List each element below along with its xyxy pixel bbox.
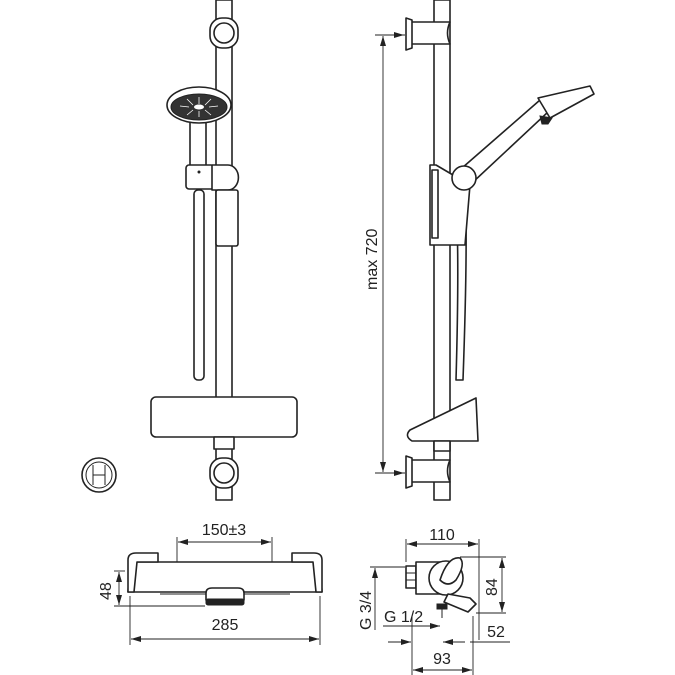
label-285: 285 xyxy=(212,617,239,634)
thermostat-front-view xyxy=(127,552,323,606)
dimension-93: 93 xyxy=(388,616,474,675)
top-wall-bracket xyxy=(209,17,239,49)
dimension-84: 84 xyxy=(460,556,506,614)
label-52: 52 xyxy=(487,624,505,641)
slide-rail xyxy=(215,0,233,501)
rail-end-cap xyxy=(213,436,235,450)
label-max-720: max 720 xyxy=(364,229,381,290)
dimension-g12: G 1/2 xyxy=(383,609,440,629)
label-150: 150±3 xyxy=(202,522,246,539)
label-93: 93 xyxy=(433,651,451,668)
hand-shower-side xyxy=(451,85,595,191)
dimension-g34: G 3/4 xyxy=(358,566,405,630)
slide-rail-side xyxy=(433,0,451,501)
label-84: 84 xyxy=(484,578,501,596)
dimension-max-720: max 720 xyxy=(364,32,405,476)
label-48: 48 xyxy=(98,582,115,600)
dimension-48: 48 xyxy=(98,570,205,607)
inlet-connector xyxy=(405,565,417,589)
soap-dish xyxy=(150,396,298,438)
label-g12: G 1/2 xyxy=(384,609,423,626)
dimension-285: 285 xyxy=(129,596,321,645)
dimension-52: 52 xyxy=(443,624,510,645)
rail-side-view xyxy=(405,0,595,501)
rail-front-view xyxy=(150,0,298,501)
shower-slider xyxy=(185,164,240,247)
soap-dish-side xyxy=(406,397,479,442)
shower-hose xyxy=(193,189,205,381)
bottom-wall-bracket xyxy=(209,457,239,489)
thermostat-side-view xyxy=(405,557,477,618)
dimension-110: 110 xyxy=(405,527,480,640)
label-110: 110 xyxy=(429,527,455,544)
label-g34: G 3/4 xyxy=(358,591,375,630)
hand-shower xyxy=(166,86,232,171)
wall-mount-symbol-icon xyxy=(81,457,117,493)
dimension-150: 150±3 xyxy=(176,522,273,562)
